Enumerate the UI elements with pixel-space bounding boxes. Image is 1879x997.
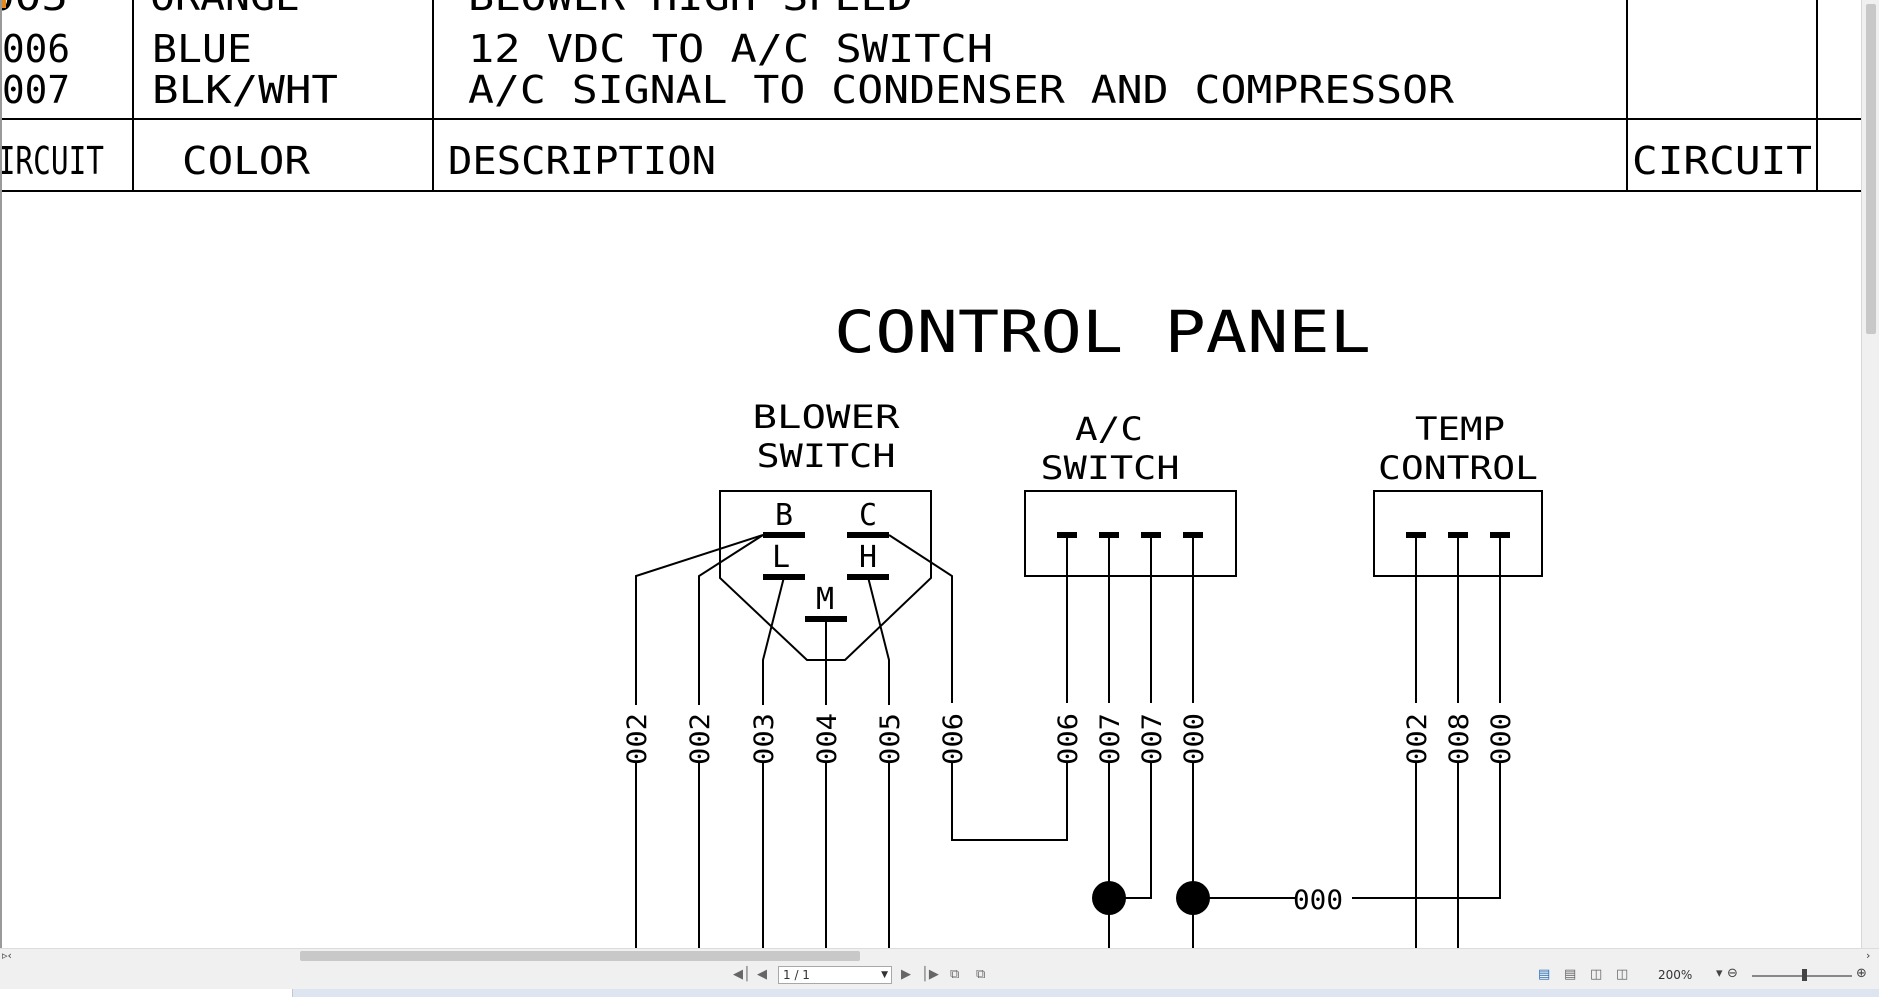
horizontal-scrollbar[interactable]: ▹‹ ›: [0, 948, 1879, 962]
row-007-color: BLK/WHT: [152, 68, 338, 112]
wire-label-008: 008: [1444, 713, 1475, 765]
wire-label-007-a: 007: [1095, 713, 1126, 765]
terminal-c: C: [859, 498, 877, 533]
zoom-in-icon[interactable]: ⊕: [1856, 966, 1867, 981]
scroll-right-icon[interactable]: ›: [1866, 949, 1871, 962]
wire-label-005: 005: [875, 713, 906, 765]
terminal-h: H: [859, 540, 877, 575]
ac-switch-label-1: A/C: [1075, 410, 1143, 448]
wire-label-002-c: 002: [1402, 713, 1433, 765]
terminal-m: M: [816, 582, 834, 617]
wire-label-006-b: 006: [1053, 713, 1084, 765]
header-color: COLOR: [182, 139, 310, 183]
junction-dots: [1092, 881, 1210, 915]
ac-switch-label-2: SWITCH: [1041, 449, 1180, 487]
page-copy-icon[interactable]: ⧉: [950, 967, 960, 982]
header-circuit: CIRCUIT: [2, 139, 104, 183]
terminal-l: L: [772, 540, 790, 575]
row-006-color: BLUE: [152, 27, 252, 71]
diagram-title: CONTROL PANEL: [834, 298, 1371, 366]
wiring-diagram: 005 ORANGE BLOWER HIGH SPEED 006 BLUE 12…: [2, 0, 1861, 948]
continuous-view-icon[interactable]: ▤: [1564, 967, 1577, 982]
terminal-b: B: [775, 498, 793, 533]
scroll-left-icon[interactable]: ▹‹: [2, 949, 12, 962]
blower-switch-label-2: SWITCH: [757, 437, 896, 475]
header-circuit-right: CIRCUIT: [1632, 139, 1812, 183]
row-006-description: 12 VDC TO A/C SWITCH: [468, 27, 993, 71]
single-page-view-icon[interactable]: ▤: [1538, 967, 1551, 982]
bus-label-000: 000: [1293, 885, 1343, 916]
blower-switch-label-1: BLOWER: [753, 398, 901, 436]
row-005-circuit: 005: [2, 0, 68, 19]
row-007-circuit: 007: [2, 68, 70, 112]
horizontal-scrollbar-thumb[interactable]: [300, 951, 860, 961]
page-number-field[interactable]: 1 / 1 ▼: [778, 966, 892, 984]
wire-label-002-b: 002: [685, 713, 716, 765]
taskbar-strip: [0, 989, 1879, 997]
status-bar: ◀│ ◀ 1 / 1 ▼ ▶ │▶ ⧉ ⧉ ▤ ▤ ◫ ◫ 200% ▾ ⊖ ⊕: [0, 962, 1879, 989]
zoom-dropdown-icon[interactable]: ▾: [1716, 966, 1723, 981]
blower-switch-body: [719, 490, 932, 661]
connector-pins: [1057, 532, 1510, 538]
row-005-description: BLOWER HIGH SPEED: [468, 0, 913, 19]
vertical-scrollbar-thumb[interactable]: [1866, 4, 1876, 334]
next-page-icon[interactable]: ▶: [901, 967, 911, 982]
wire-label-002-a: 002: [622, 713, 653, 765]
row-007-description: A/C SIGNAL TO CONDENSER AND COMPRESSOR: [468, 68, 1454, 112]
zoom-out-icon[interactable]: ⊖: [1727, 966, 1738, 981]
first-page-icon[interactable]: ◀│: [733, 967, 751, 982]
temp-control-label-1: TEMP: [1415, 410, 1505, 448]
facing-view-icon[interactable]: ◫: [1590, 967, 1603, 982]
page-paste-icon[interactable]: ⧉: [976, 967, 986, 982]
document-viewport[interactable]: 005 ORANGE BLOWER HIGH SPEED 006 BLUE 12…: [0, 0, 1861, 948]
temp-control-label-2: CONTROL: [1378, 449, 1538, 487]
row-006-circuit: 006: [2, 27, 70, 71]
zoom-slider-handle[interactable]: [1802, 969, 1807, 981]
chevron-down-icon[interactable]: ▼: [881, 970, 888, 980]
ac-switch-body: [1024, 490, 1237, 577]
page-number-value: 1 / 1: [783, 968, 810, 982]
wire-label-006-a: 006: [938, 713, 969, 765]
zoom-level[interactable]: 200%: [1658, 968, 1693, 982]
vertical-scrollbar[interactable]: [1861, 0, 1879, 948]
wires: [635, 534, 1501, 948]
wire-label-000-b: 000: [1486, 713, 1517, 765]
wire-label-004: 004: [812, 713, 843, 765]
continuous-facing-view-icon[interactable]: ◫: [1616, 967, 1629, 982]
label-gaps: [622, 705, 1514, 763]
wire-label-000-a: 000: [1179, 713, 1210, 765]
header-description: DESCRIPTION: [448, 139, 716, 183]
previous-page-icon[interactable]: ◀: [757, 967, 767, 982]
wire-label-007-b: 007: [1137, 713, 1168, 765]
last-page-icon[interactable]: │▶: [921, 967, 939, 982]
wire-label-003: 003: [749, 713, 780, 765]
row-005-color: ORANGE: [150, 0, 300, 19]
marker-icon: [2, 0, 6, 8]
taskbar-segment: [0, 989, 293, 997]
